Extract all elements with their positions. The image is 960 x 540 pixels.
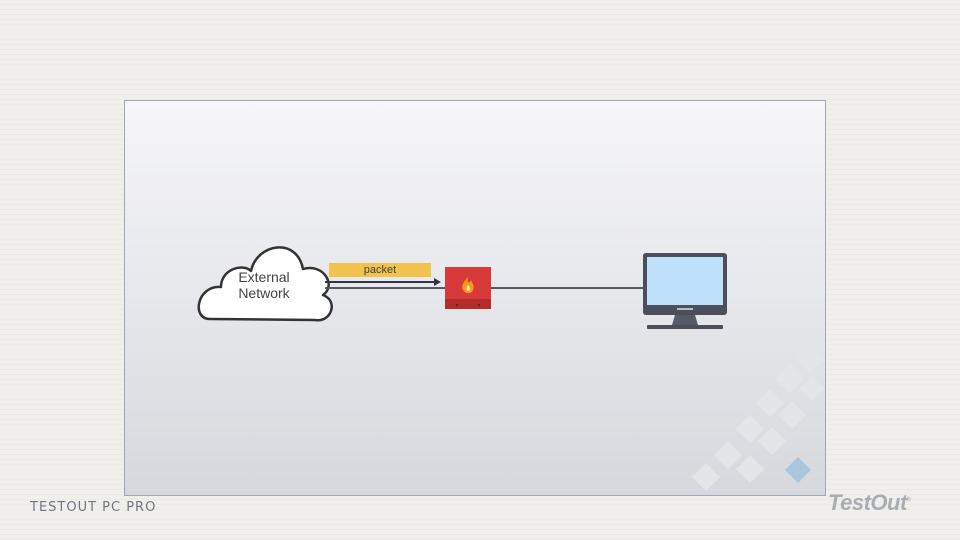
firewall-flame-icon xyxy=(445,267,491,309)
packet-label: packet xyxy=(329,263,431,277)
network-diagram xyxy=(197,246,727,329)
desktop-monitor-icon xyxy=(643,253,727,329)
cloud-label: External Network xyxy=(238,269,290,301)
diamond-pattern xyxy=(692,345,824,491)
slide-panel: External Network packet xyxy=(124,100,826,496)
course-title: TESTOUT PC PRO xyxy=(30,500,157,515)
testout-logo: TestOut® xyxy=(828,490,911,515)
packet-arrow xyxy=(325,278,441,286)
cloud-icon xyxy=(197,246,333,322)
